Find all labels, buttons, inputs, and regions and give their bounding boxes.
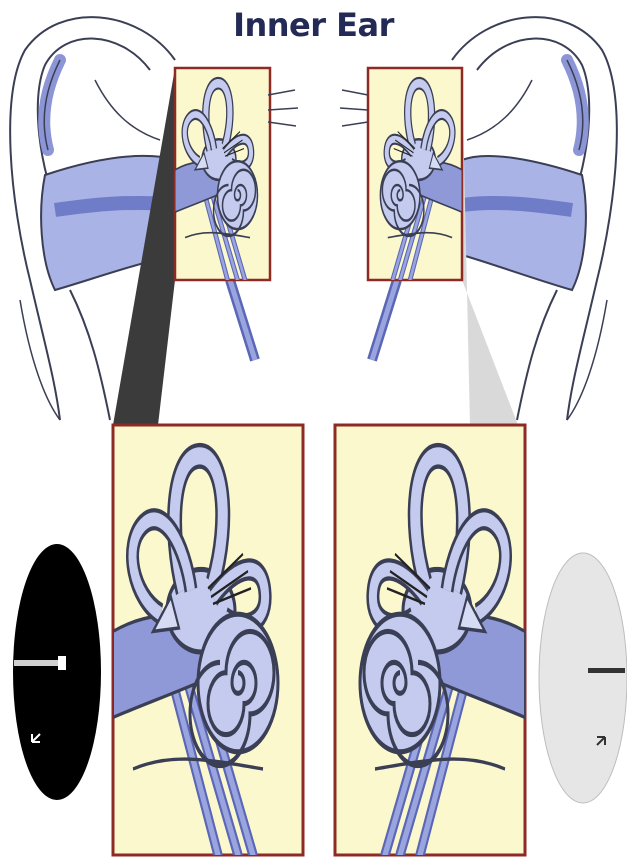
right-inset-panel: [340, 68, 462, 280]
left-magnified-panel: [113, 425, 303, 855]
left-inset-panel: [175, 68, 298, 280]
dark-dial-icon: [13, 544, 101, 800]
light-dial-icon: [539, 553, 627, 803]
right-magnified-panel: [335, 425, 525, 855]
